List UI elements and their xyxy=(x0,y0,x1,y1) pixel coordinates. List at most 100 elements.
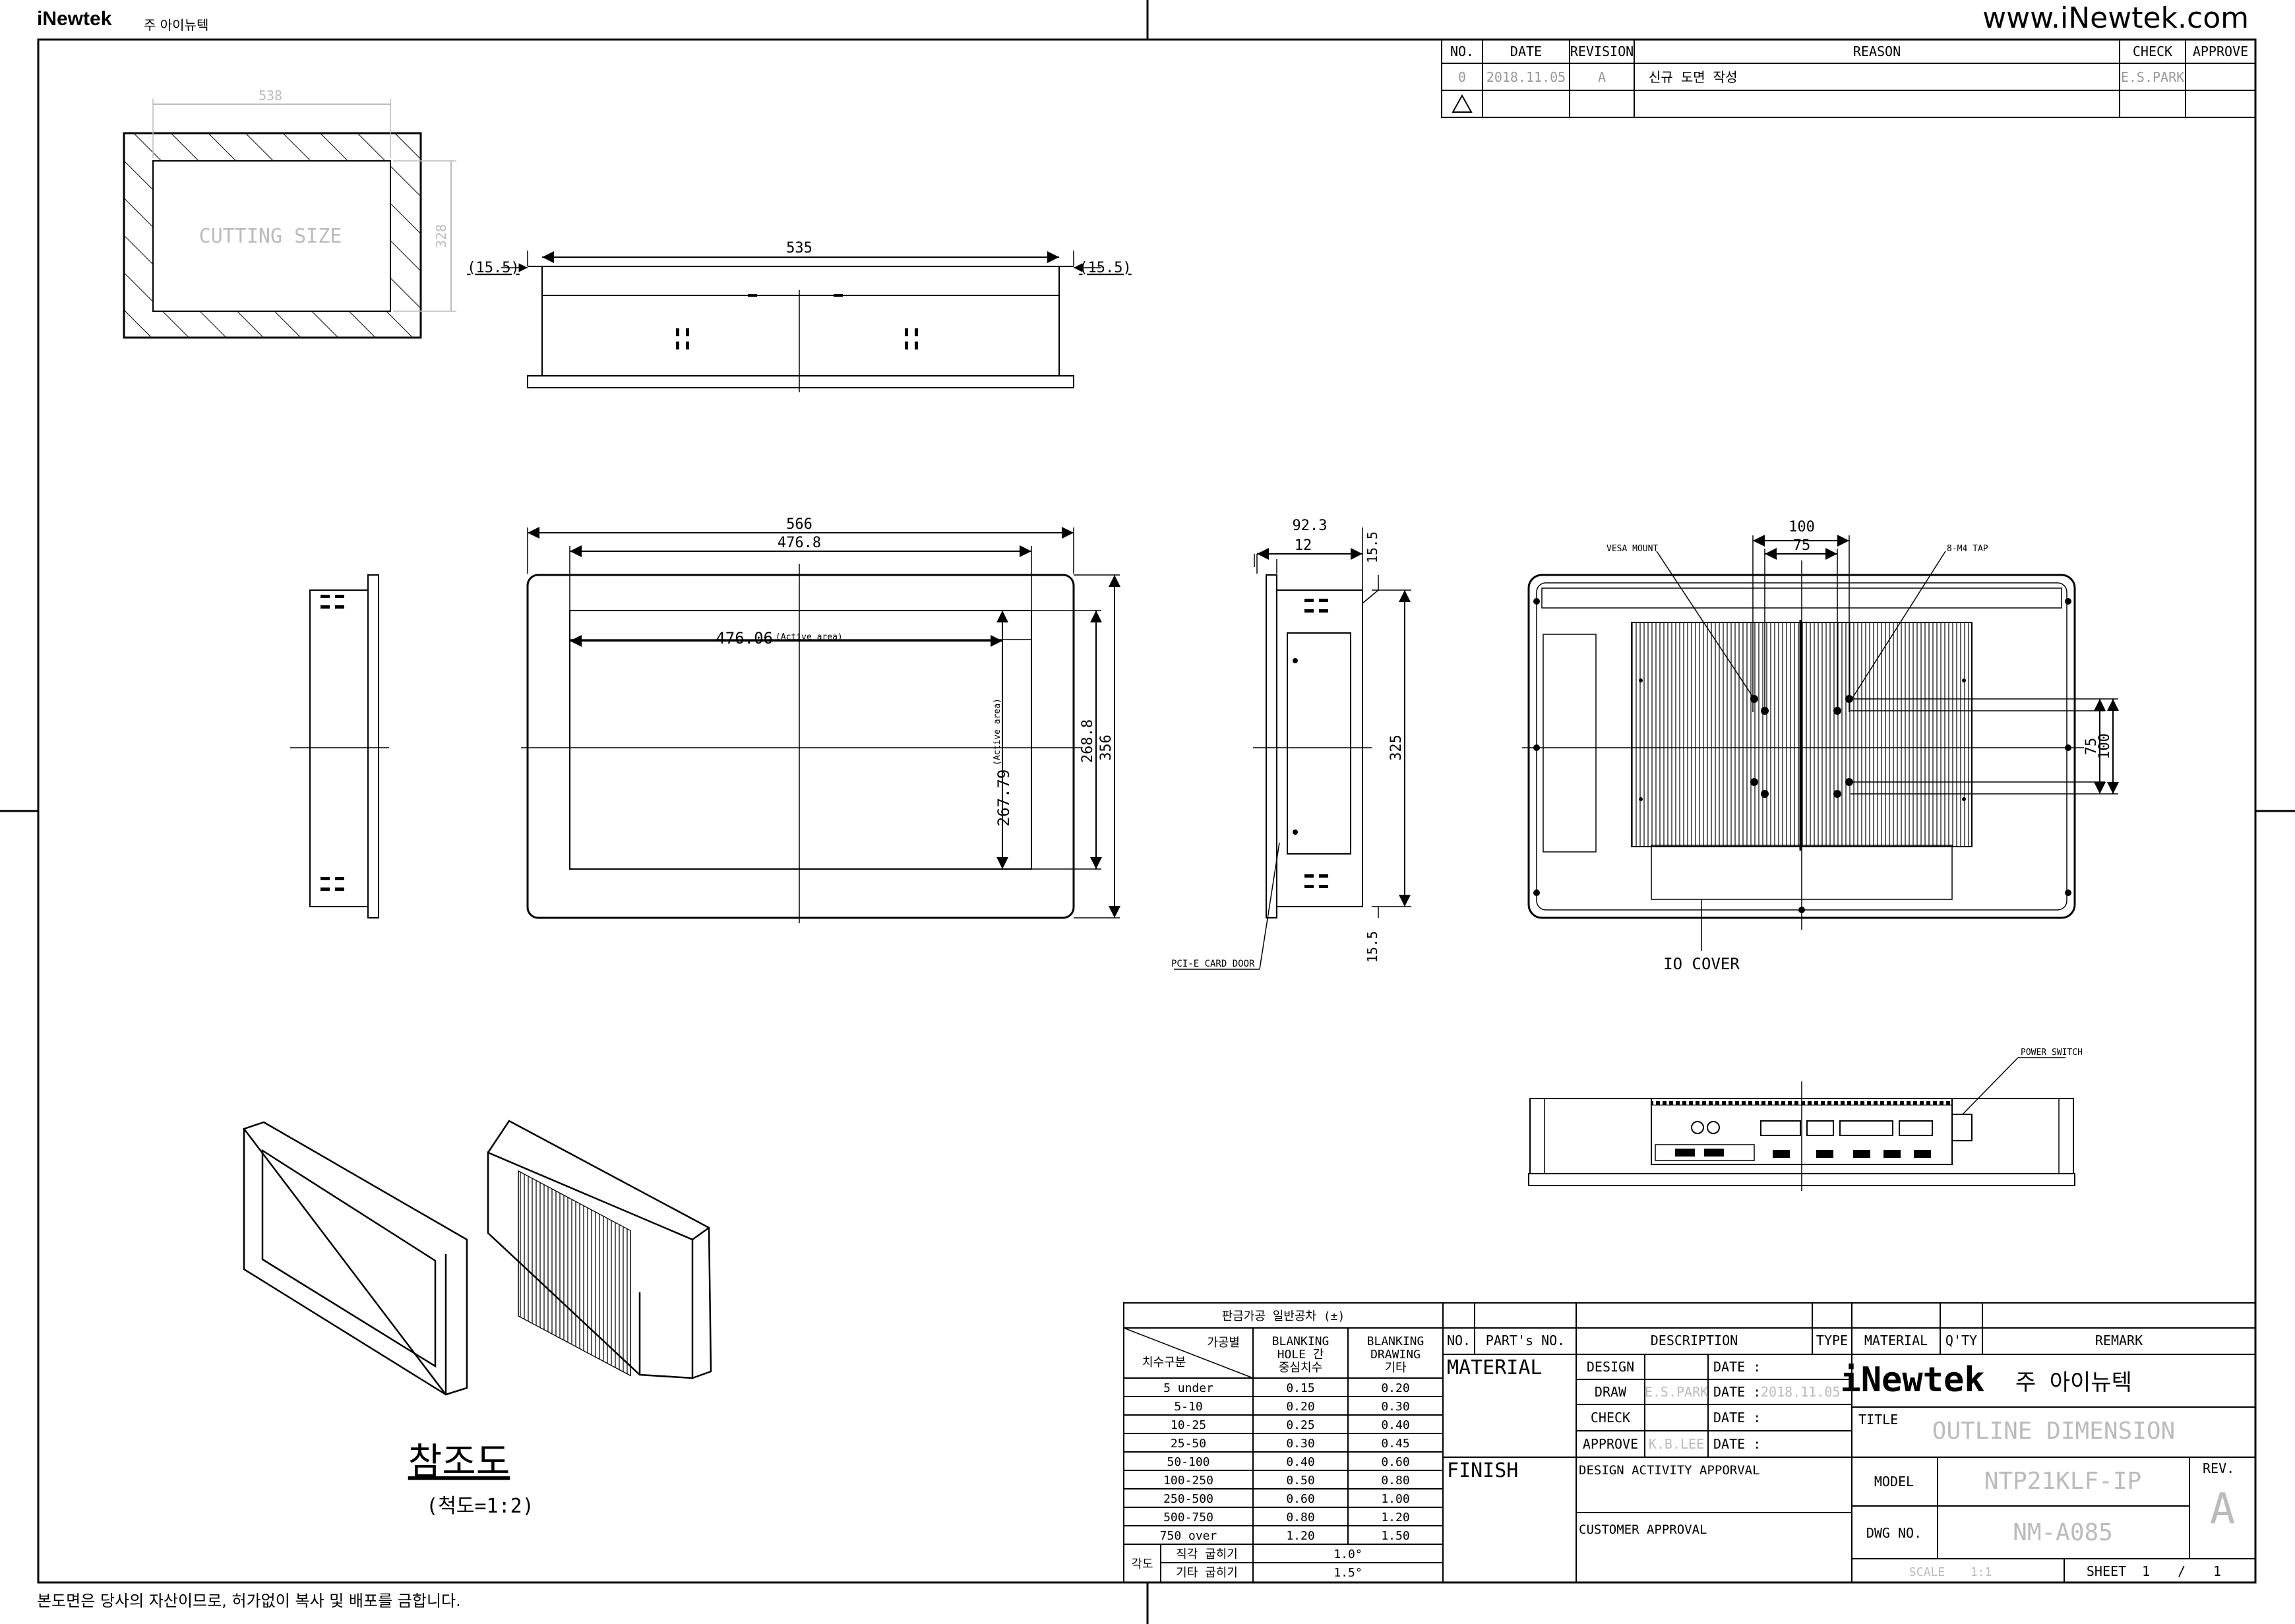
tol-angle-value: 1.0° xyxy=(1333,1548,1362,1561)
tol-range: 50-100 xyxy=(1167,1455,1209,1469)
tb-customer-approval: CUSTOMER APPROVAL xyxy=(1579,1522,1707,1537)
dim-15-5-top: 15.5 xyxy=(1364,531,1380,563)
dim-100-top: 100 xyxy=(1789,519,1815,535)
tb-finish-label: FINISH xyxy=(1447,1459,1518,1482)
tol-value-a: 0.20 xyxy=(1286,1400,1314,1414)
pcie-card-door-label: PCI-E CARD DOOR xyxy=(1171,959,1255,969)
iso-rear-view xyxy=(487,1120,712,1379)
tolerance-col2-line1: BLANKING xyxy=(1367,1335,1424,1348)
tol-value-b: 1.50 xyxy=(1381,1529,1409,1543)
tol-angle-label: 기타 굽히기 xyxy=(1176,1566,1238,1580)
tol-range: 10-25 xyxy=(1171,1418,1206,1432)
tolerance-col2-line3: 기타 xyxy=(1384,1361,1407,1375)
dim-15-5-right: (15.5) xyxy=(1079,260,1131,276)
top-view xyxy=(501,251,1101,392)
header-logo: iNewtek xyxy=(37,8,112,30)
dim-268-8: 268.8 xyxy=(1080,719,1096,763)
tol-range: 100-250 xyxy=(1163,1474,1213,1488)
rev-header-no: NO. xyxy=(1450,44,1474,59)
tb-scale-value: 1:1 xyxy=(1971,1565,1992,1579)
tolerance-col1-line3: 중심치수 xyxy=(1279,1361,1322,1375)
tb-approve-label: APPROVE xyxy=(1583,1436,1638,1452)
tol-value-a: 0.40 xyxy=(1286,1455,1314,1469)
tolerance-col2-line2: DRAWING xyxy=(1370,1348,1421,1362)
rev-header-date: DATE xyxy=(1510,44,1542,59)
footer-copyright-note: 본도면은 당사의 자산이므로, 허가없이 복사 및 배포를 금합니다. xyxy=(37,1592,461,1610)
io-cover-label: IO COVER xyxy=(1663,955,1740,973)
tol-value-a: 0.15 xyxy=(1286,1381,1314,1395)
tb-company-name: 주 아이뉴텍 xyxy=(2015,1369,2132,1396)
dim-566: 566 xyxy=(786,516,812,533)
tol-range: 750 over xyxy=(1160,1529,1217,1543)
right-side-view xyxy=(1174,527,1411,970)
tb-rev-label: REV. xyxy=(2203,1460,2234,1476)
tol-value-a: 0.30 xyxy=(1286,1437,1314,1451)
tb-design-activity: DESIGN ACTIVITY APPORVAL xyxy=(1579,1463,1760,1478)
tb-design-label: DESIGN xyxy=(1587,1359,1634,1375)
tb-header-type: TYPE xyxy=(1816,1333,1848,1348)
tb-sheet-total: 1 xyxy=(2213,1563,2221,1579)
active-area-vertical: (Active area) xyxy=(993,698,1002,766)
rev-row-check: E.S.PARK xyxy=(2121,69,2184,85)
tol-range: 25-50 xyxy=(1171,1437,1206,1451)
left-side-view xyxy=(290,574,389,918)
tolerance-angle-label: 각도 xyxy=(1131,1557,1153,1571)
tol-value-b: 0.20 xyxy=(1381,1381,1409,1395)
tol-range: 5 under xyxy=(1163,1381,1213,1395)
tol-value-b: 1.20 xyxy=(1381,1511,1409,1524)
tb-check-label: CHECK xyxy=(1591,1410,1630,1426)
tb-date-label: DATE : xyxy=(1713,1410,1761,1426)
tolerance-col1-line2: HOLE 간 xyxy=(1277,1348,1324,1362)
tol-range: 5-10 xyxy=(1174,1400,1202,1414)
dim-356: 356 xyxy=(1098,735,1115,761)
tol-value-b: 0.60 xyxy=(1381,1455,1409,1469)
tol-value-b: 0.80 xyxy=(1381,1474,1409,1488)
bottom-io-view xyxy=(1528,1057,2075,1191)
tb-draw-date: 2018.11.05 xyxy=(1761,1384,1840,1400)
reference-title: 참조도 xyxy=(408,1441,510,1484)
cutting-size-label: CUTTING SIZE xyxy=(199,225,342,248)
dim-325: 325 xyxy=(1388,735,1405,761)
tolerance-corner-bottom: 치수구분 xyxy=(1142,1356,1186,1369)
dim-75-top: 75 xyxy=(1793,537,1811,554)
dim-267-79: 267.79 xyxy=(994,769,1013,827)
dim-15-5-left: (15.5) xyxy=(467,260,519,276)
tol-value-a: 0.50 xyxy=(1286,1474,1314,1488)
tolerance-table xyxy=(1123,1302,1444,1583)
rear-view xyxy=(1522,535,2119,951)
tb-date-label: DATE : xyxy=(1713,1359,1761,1375)
power-switch-label: POWER SWITCH xyxy=(2021,1048,2083,1058)
tb-model-value: NTP21KLF-IP xyxy=(1984,1468,2141,1495)
iso-front-view xyxy=(242,1121,468,1396)
tol-value-b: 0.30 xyxy=(1381,1400,1409,1414)
rev-row-reason: 신규 도면 작성 xyxy=(1649,69,1737,85)
tolerance-col1-line1: BLANKING xyxy=(1272,1335,1330,1348)
header-url: www.iNewtek.com xyxy=(1982,1,2249,35)
dim-535: 535 xyxy=(786,240,812,256)
rev-header-approve: APPROVE xyxy=(2193,44,2248,59)
front-view xyxy=(521,527,1120,923)
rev-row-no: 0 xyxy=(1458,69,1466,85)
tb-title-label: TITLE xyxy=(1858,1412,1898,1428)
tol-value-b: 0.45 xyxy=(1381,1437,1409,1451)
dim-92-3: 92.3 xyxy=(1293,518,1328,534)
vesa-mount-label: VESA MOUNT xyxy=(1606,544,1658,554)
tb-header-no: NO. xyxy=(1447,1333,1471,1348)
cutting-size-view xyxy=(123,99,456,339)
tb-logo: iNewtek xyxy=(1840,1360,1984,1400)
tb-scale-label: SCALE xyxy=(1909,1565,1945,1579)
tb-sheet-value: 1 xyxy=(2142,1563,2150,1579)
tol-angle-label: 직각 굽히기 xyxy=(1176,1548,1238,1561)
tb-title-value: OUTLINE DIMENSION xyxy=(1932,1418,2175,1445)
tol-angle-value: 1.5° xyxy=(1333,1566,1362,1580)
tb-rev-value: A xyxy=(2210,1485,2236,1534)
tb-dwg-value: NM-A085 xyxy=(2013,1519,2113,1546)
dim-476-06: 476.06 xyxy=(716,629,773,647)
tol-range: 500-750 xyxy=(1163,1511,1213,1524)
rev-header-reason: REASON xyxy=(1853,44,1901,59)
reference-scale: (척도=1:2) xyxy=(426,1495,534,1518)
tb-model-label: MODEL xyxy=(1874,1474,1914,1489)
tb-draw-name: E.S.PARK xyxy=(1645,1384,1708,1400)
tol-value-a: 0.25 xyxy=(1286,1418,1314,1432)
